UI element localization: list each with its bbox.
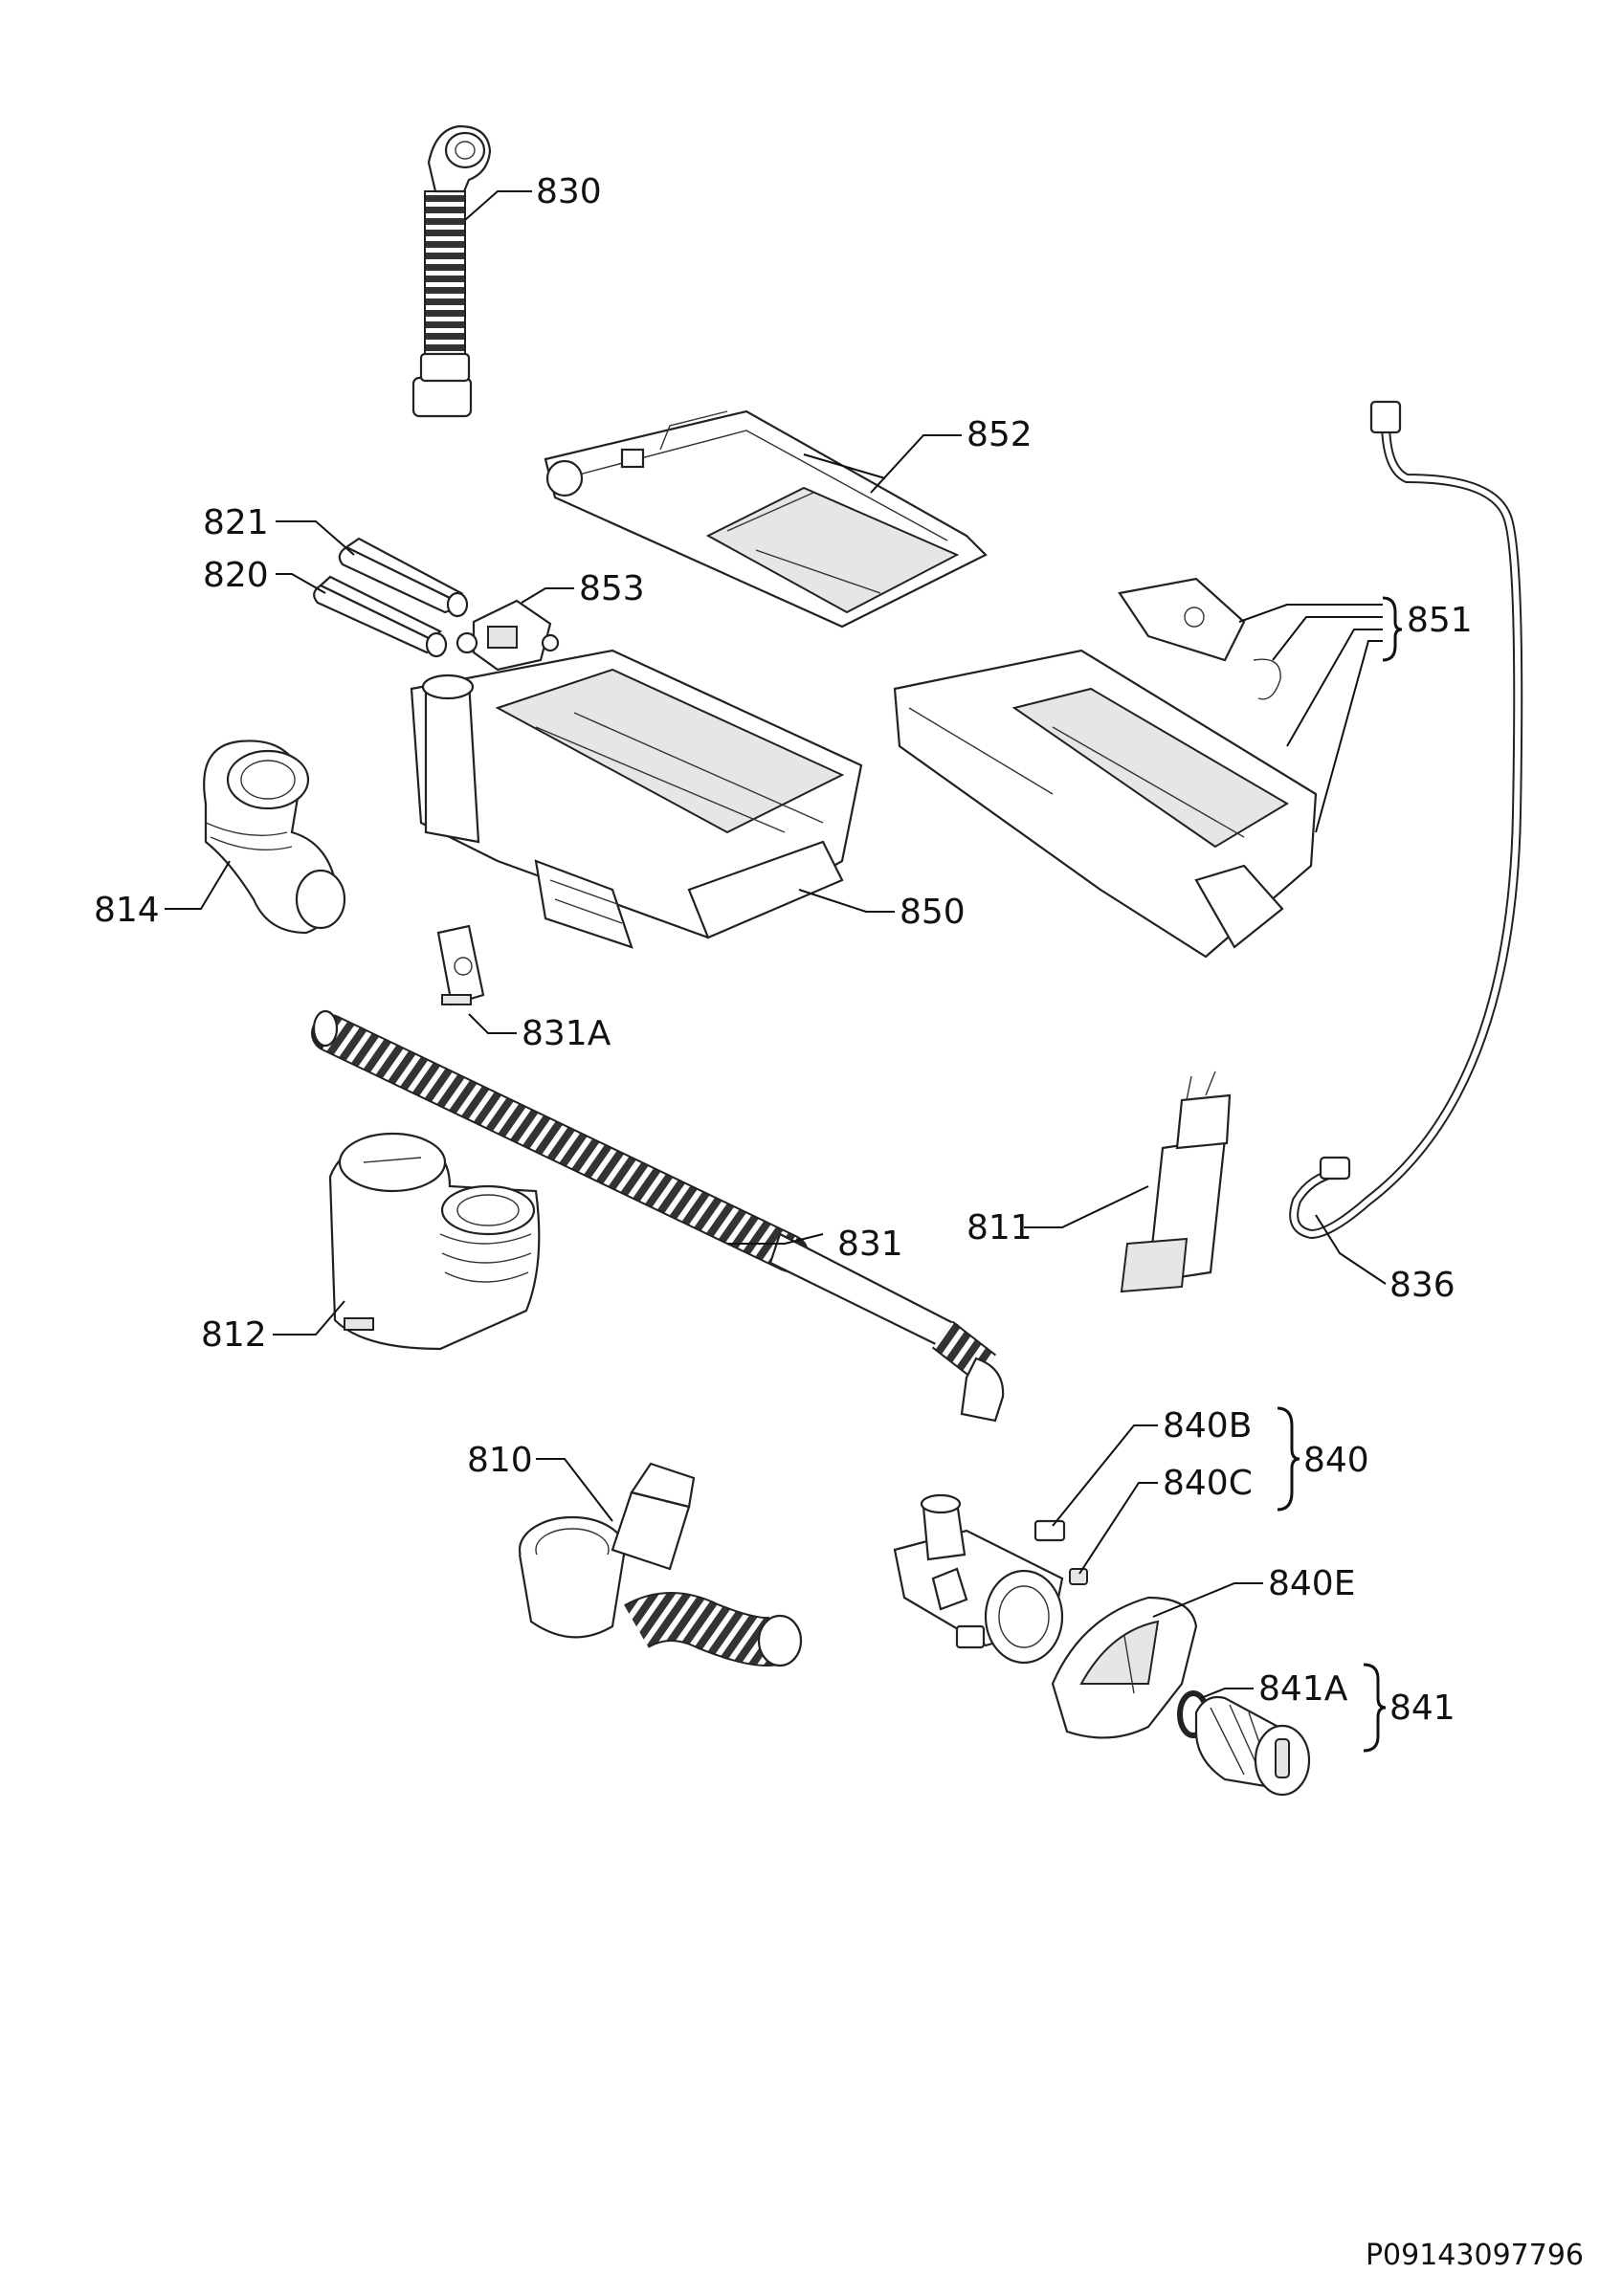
callout-840C: 840C bbox=[1163, 1464, 1253, 1503]
leader-lines bbox=[165, 190, 1387, 1699]
callout-840E: 840E bbox=[1268, 1564, 1355, 1603]
callout-814: 814 bbox=[94, 891, 160, 930]
part-830-hose[interactable] bbox=[411, 124, 492, 418]
part-840B-clip[interactable] bbox=[1033, 1519, 1066, 1542]
callout-841: 841 bbox=[1389, 1689, 1455, 1728]
callout-840: 840 bbox=[1303, 1441, 1369, 1480]
callout-852: 852 bbox=[967, 415, 1033, 454]
part-850-housing[interactable] bbox=[410, 649, 863, 949]
part-814-bellows[interactable] bbox=[203, 740, 346, 935]
part-840E-cover[interactable] bbox=[1051, 1596, 1198, 1739]
callout-820: 820 bbox=[203, 556, 269, 595]
callout-812: 812 bbox=[201, 1315, 267, 1355]
brace-840 bbox=[1277, 1406, 1300, 1512]
part-810-sump[interactable] bbox=[518, 1462, 803, 1667]
part-811-chamber[interactable] bbox=[1120, 1071, 1232, 1293]
part-821-tube[interactable] bbox=[338, 537, 469, 618]
callout-821: 821 bbox=[203, 503, 269, 542]
part-853-valve[interactable] bbox=[455, 599, 560, 672]
callout-831A: 831A bbox=[522, 1014, 611, 1053]
brace-851 bbox=[1382, 596, 1403, 662]
part-840C-plug[interactable] bbox=[1069, 1568, 1088, 1585]
part-820-tube[interactable] bbox=[313, 575, 448, 658]
callout-830: 830 bbox=[536, 172, 602, 211]
part-852-cover[interactable] bbox=[544, 409, 988, 629]
document-code: P09143097796 bbox=[1366, 2239, 1584, 2272]
leader-851 bbox=[1238, 604, 1383, 833]
brace-841 bbox=[1363, 1663, 1387, 1753]
part-836-tube[interactable] bbox=[1289, 400, 1523, 1240]
part-831-hose[interactable] bbox=[311, 1009, 1005, 1423]
callout-811: 811 bbox=[967, 1208, 1033, 1247]
callout-841A: 841A bbox=[1258, 1669, 1348, 1709]
callout-850: 850 bbox=[900, 893, 966, 932]
callout-851: 851 bbox=[1407, 601, 1473, 640]
part-851-drawer[interactable] bbox=[893, 577, 1318, 959]
part-831A-clip[interactable] bbox=[436, 924, 485, 1006]
callout-810: 810 bbox=[467, 1441, 533, 1480]
part-840-pump[interactable] bbox=[893, 1493, 1064, 1665]
callout-840B: 840B bbox=[1163, 1406, 1252, 1446]
callout-853: 853 bbox=[579, 569, 645, 608]
part-812-sump[interactable] bbox=[328, 1132, 541, 1351]
callout-836: 836 bbox=[1389, 1266, 1455, 1305]
callout-831: 831 bbox=[837, 1225, 903, 1264]
part-841-filter[interactable] bbox=[1194, 1695, 1311, 1797]
